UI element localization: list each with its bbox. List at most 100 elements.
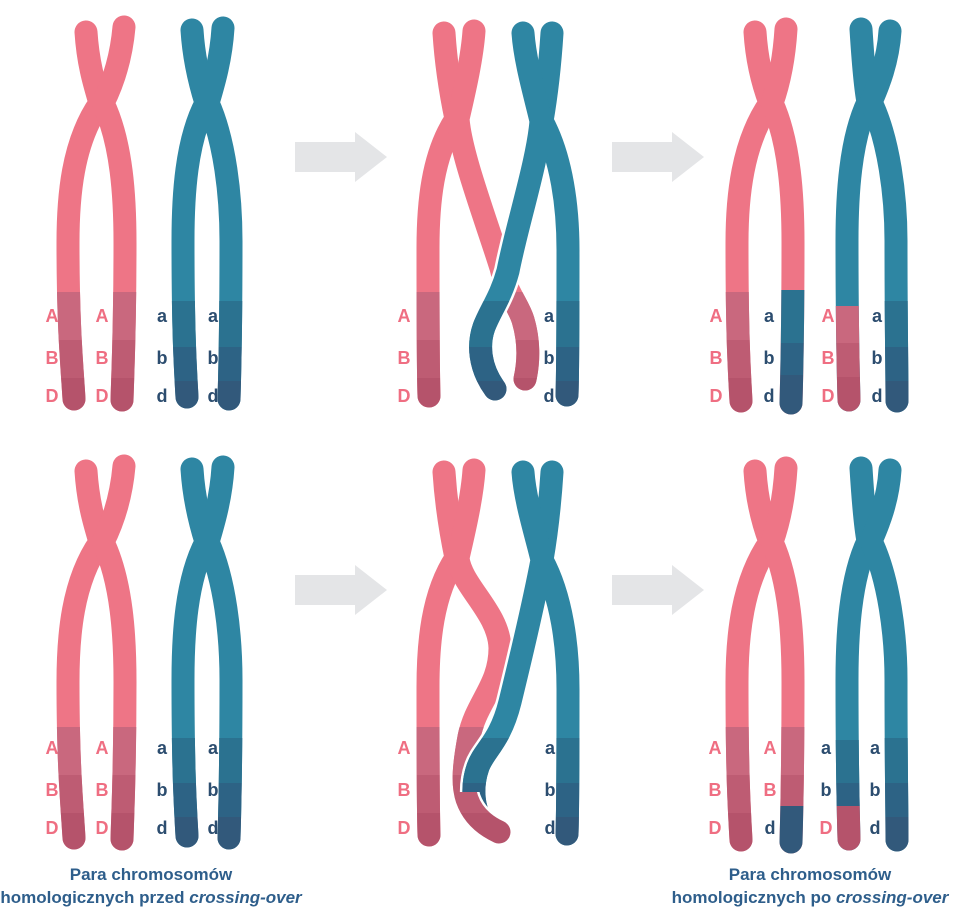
gene-label-D: D: [398, 818, 411, 838]
panel-bottom-middle-chromosome-pair: [416, 458, 580, 847]
gene-label-A: A: [710, 306, 723, 326]
gene-label-d: d: [870, 818, 881, 838]
arrow-right-icon: [295, 565, 387, 615]
gene-label-b: b: [157, 780, 168, 800]
chromatid-band: [218, 347, 242, 381]
chromatid-band: [469, 301, 510, 347]
gene-label-a: a: [870, 738, 881, 758]
gene-label-D: D: [96, 386, 109, 406]
gene-label-A: A: [764, 738, 777, 758]
crossing-over-italic: crossing-over: [835, 888, 949, 907]
chromatid-band: [726, 340, 752, 378]
gene-label-a: a: [157, 306, 168, 326]
gene-label-b: b: [821, 780, 832, 800]
chromatid-band: [453, 792, 491, 813]
gene-label-a: a: [764, 306, 775, 326]
gene-label-b: b: [545, 780, 556, 800]
gene-label-B: B: [710, 348, 723, 368]
gene-label-D: D: [820, 818, 833, 838]
gene-label-b: b: [764, 348, 775, 368]
chromatid-band: [555, 783, 580, 817]
chromatid-band: [111, 775, 136, 813]
gene-label-B: B: [822, 348, 835, 368]
gene-label-b: b: [157, 348, 168, 368]
gene-label-B: B: [46, 348, 59, 368]
gene-label-a: a: [208, 306, 219, 326]
gene-label-b: b: [872, 348, 883, 368]
chromatid-band: [218, 783, 242, 817]
gene-label-B: B: [96, 780, 109, 800]
chromatid-band: [58, 340, 85, 378]
gene-label-d: d: [872, 386, 883, 406]
gene-label-D: D: [46, 386, 59, 406]
caption-before-line1: Para chromosomów: [69, 865, 233, 884]
gene-label-b: b: [208, 780, 219, 800]
gene-label-d: d: [544, 386, 555, 406]
chromatid-band: [172, 783, 198, 817]
gene-label-a: a: [157, 738, 168, 758]
gene-label-D: D: [822, 386, 835, 406]
chromatid-band: [885, 783, 909, 817]
chromosome-pairs: [56, 15, 909, 854]
chromatid-band: [496, 292, 539, 340]
arrow-right-icon: [612, 565, 704, 615]
gene-label-a: a: [544, 306, 555, 326]
caption-after-line1: Para chromosomów: [728, 865, 892, 884]
gene-label-A: A: [46, 738, 59, 758]
chromatid-band: [726, 775, 752, 813]
chromatid-band: [58, 775, 84, 813]
gene-label-A: A: [96, 738, 109, 758]
gene-label-A: A: [822, 306, 835, 326]
gene-label-D: D: [96, 818, 109, 838]
gene-label-d: d: [208, 386, 219, 406]
gene-label-b: b: [544, 348, 555, 368]
chromatid-band: [836, 343, 860, 377]
gene-label-b: b: [208, 348, 219, 368]
caption-after-crossing-over: Para chromosomów homologicznych po cross…: [659, 863, 960, 909]
caption-before-line2: homologicznych przed crossing-over: [0, 888, 302, 907]
gene-label-d: d: [208, 818, 219, 838]
chromatid-band: [173, 347, 198, 381]
chromatid-band: [836, 783, 860, 806]
gene-label-d: d: [157, 386, 168, 406]
gene-label-B: B: [398, 348, 411, 368]
gene-label-A: A: [96, 306, 109, 326]
gene-label-A: A: [398, 738, 411, 758]
gene-label-a: a: [208, 738, 219, 758]
step-arrows: [295, 132, 704, 615]
gene-label-d: d: [764, 386, 775, 406]
gene-label-D: D: [46, 818, 59, 838]
crossing-over-italic: crossing-over: [189, 888, 302, 907]
gene-label-d: d: [545, 818, 556, 838]
gene-label-a: a: [872, 306, 883, 326]
panel-bottom-left-chromosome-pair: [56, 454, 243, 851]
chromatid-band: [780, 343, 804, 375]
gene-label-d: d: [765, 818, 776, 838]
gene-label-B: B: [709, 780, 722, 800]
gene-label-B: B: [46, 780, 59, 800]
chromatid-band: [780, 775, 804, 806]
gene-label-a: a: [821, 738, 832, 758]
chromatid-band: [416, 775, 440, 813]
arrow-right-icon: [295, 132, 387, 182]
gene-label-B: B: [398, 780, 411, 800]
caption-before-crossing-over: Para chromosomów homologicznych przed cr…: [0, 863, 302, 909]
gene-label-D: D: [398, 386, 411, 406]
panel-top-right-chromosome-pair: [725, 17, 909, 415]
panel-bottom-right-chromosome-pair: [725, 456, 909, 854]
panel-top-left-chromosome-pair: [56, 15, 243, 412]
chromatid-band: [555, 347, 580, 381]
panel-top-middle-chromosome-pair: [416, 19, 580, 408]
chromatid-band: [885, 347, 909, 381]
gene-label-d: d: [157, 818, 168, 838]
caption-after-line2: homologicznych po crossing-over: [671, 888, 949, 907]
gene-label-a: a: [545, 738, 556, 758]
gene-label-A: A: [398, 306, 411, 326]
chromatid-band: [111, 340, 136, 378]
chromatid-band: [416, 340, 441, 378]
gene-label-B: B: [764, 780, 777, 800]
arrow-right-icon: [612, 132, 704, 182]
